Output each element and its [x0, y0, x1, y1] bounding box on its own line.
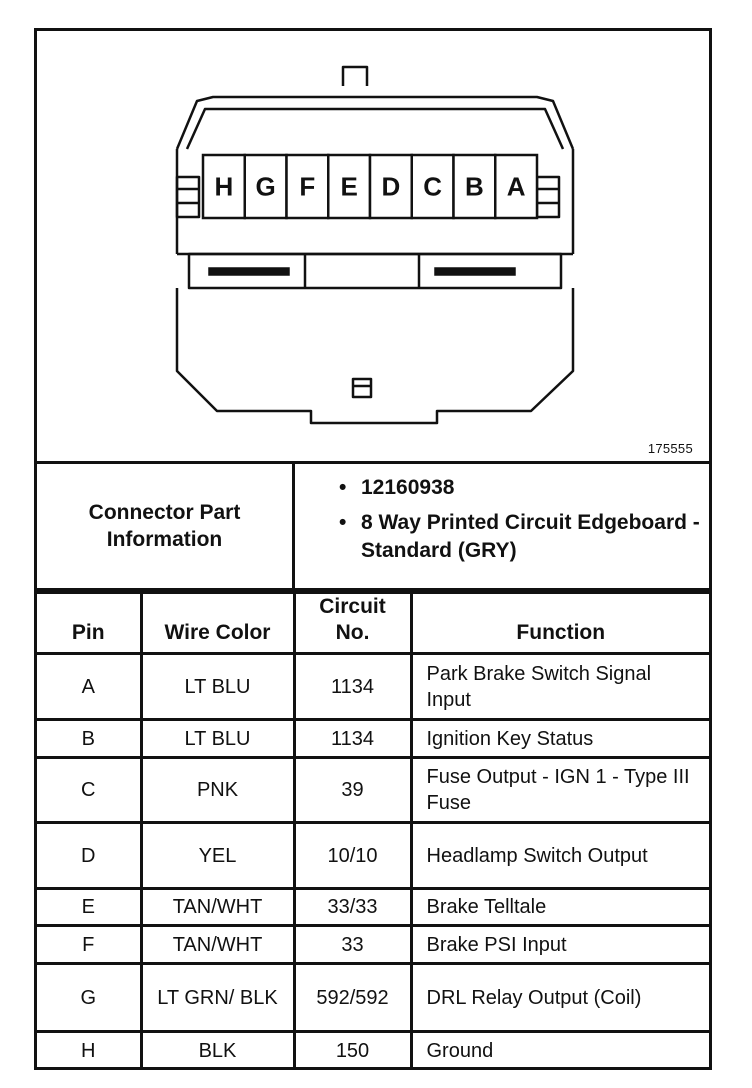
circuit-cell: 33/33	[292, 887, 413, 927]
function-cell: Brake Telltale	[409, 887, 709, 927]
table-row: B LT BLU 1134 Ignition Key Status	[37, 718, 709, 759]
table-row: E TAN/WHT 33/33 Brake Telltale	[37, 887, 709, 927]
lower-housing	[175, 288, 575, 425]
header-circuit-no: Circuit No.	[292, 591, 413, 655]
right-contact-strip	[434, 267, 516, 276]
top-latch	[341, 65, 369, 86]
pin-letter-c: C	[423, 172, 442, 202]
pin-cell: D	[37, 821, 143, 890]
table-row: F TAN/WHT 33 Brake PSI Input	[37, 924, 709, 965]
pin-cell: C	[37, 756, 143, 824]
pin-letter-h: H	[214, 172, 233, 202]
pin-letter-a: A	[507, 172, 526, 202]
pin-cavity-a	[494, 153, 539, 220]
wire-color-cell: LT BLU	[139, 718, 296, 759]
table-row: A LT BLU 1134 Park Brake Switch Signal I…	[37, 652, 709, 721]
function-cell: Brake PSI Input	[409, 924, 709, 965]
circuit-cell: 33	[292, 924, 413, 965]
pin-letter-f: F	[299, 172, 315, 202]
pin-cavity-g	[243, 153, 288, 220]
edgeboard-slot	[187, 252, 563, 290]
circuit-cell: 1134	[292, 652, 413, 721]
figure-id: 175555	[647, 441, 693, 456]
function-cell: Ignition Key Status	[409, 718, 709, 759]
pin-cell: B	[37, 718, 143, 759]
header-pin: Pin	[37, 591, 143, 655]
pin-cell: E	[37, 887, 143, 927]
pin-letter-g: G	[256, 172, 276, 202]
circuit-cell: 592/592	[292, 962, 413, 1033]
pin-cavity-f	[285, 153, 330, 220]
table-row: H BLK 150 Ground	[37, 1030, 709, 1069]
wire-color-cell: LT GRN/ BLK	[139, 962, 296, 1033]
wire-color-cell: YEL	[139, 821, 296, 890]
pin-cavity-e	[327, 153, 372, 220]
pin-table-header-row: Pin Wire Color Circuit No. Function	[37, 591, 709, 655]
function-cell: Fuse Output - IGN 1 - Type III Fuse	[409, 756, 709, 824]
connector-description: 8 Way Printed Circuit Edgeboard - Standa…	[295, 509, 709, 565]
wire-color-cell: PNK	[139, 756, 296, 824]
function-cell: DRL Relay Output (Coil)	[409, 962, 709, 1033]
pin-cell: A	[37, 652, 143, 721]
left-contact-strip	[208, 267, 290, 276]
header-wire-color: Wire Color	[139, 591, 296, 655]
circuit-cell: 150	[292, 1030, 413, 1069]
function-cell: Headlamp Switch Output	[409, 821, 709, 890]
table-row: C PNK 39 Fuse Output - IGN 1 - Type III …	[37, 756, 709, 824]
pin-table: Pin Wire Color Circuit No. Function A LT…	[37, 591, 709, 1069]
left-clip	[175, 175, 201, 219]
pin-letter-d: D	[381, 172, 400, 202]
circuit-cell: 39	[292, 756, 413, 824]
pin-letter-e: E	[340, 172, 357, 202]
pin-cavity-d	[368, 153, 413, 220]
function-cell: Park Brake Switch Signal Input	[409, 652, 709, 721]
right-clip	[535, 175, 561, 219]
connector-info: Connector Part Information 12160938 8 Wa…	[37, 461, 709, 591]
pin-cell: H	[37, 1030, 143, 1069]
wire-color-cell: LT BLU	[139, 652, 296, 721]
wire-color-cell: TAN/WHT	[139, 924, 296, 965]
upper-housing	[175, 95, 575, 150]
circuit-cell: 1134	[292, 718, 413, 759]
pin-cell: G	[37, 962, 143, 1033]
connector-info-details: 12160938 8 Way Printed Circuit Edgeboard…	[295, 464, 709, 588]
pin-letter-b: B	[465, 172, 484, 202]
wire-color-cell: BLK	[139, 1030, 296, 1069]
function-cell: Ground	[409, 1030, 709, 1069]
center-lock	[351, 377, 373, 399]
wire-color-cell: TAN/WHT	[139, 887, 296, 927]
pin-cell: F	[37, 924, 143, 965]
header-function: Function	[409, 591, 709, 655]
part-number: 12160938	[295, 474, 709, 502]
circuit-cell: 10/10	[292, 821, 413, 890]
table-row: D YEL 10/10 Headlamp Switch Output	[37, 821, 709, 890]
connector-info-label: Connector Part Information	[37, 464, 295, 588]
table-row: G LT GRN/ BLK 592/592 DRL Relay Output (…	[37, 962, 709, 1033]
